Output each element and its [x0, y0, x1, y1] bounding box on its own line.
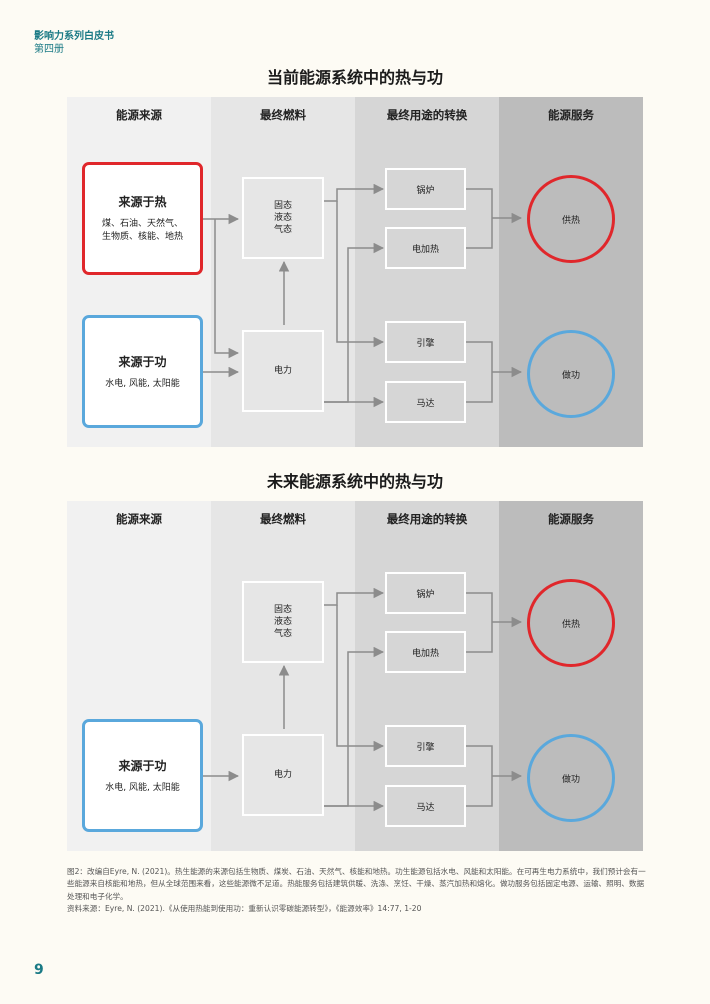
column-header-fuels: 最终燃料: [260, 108, 306, 122]
source-work-title: 来源于功: [118, 354, 167, 369]
service-heat-circle: 供热: [527, 175, 615, 263]
service-work-circle: 做功: [527, 330, 615, 418]
service-heat-circle: 供热: [527, 579, 615, 667]
fuel-states-box: 固态 液态 气态: [242, 581, 324, 663]
source-work-examples: 水电, 风能, 太阳能: [105, 378, 180, 389]
source-heat-examples: 煤、石油、天然气、 生物质、核能、地热: [101, 219, 183, 242]
conversion-electric-heating: 电加热: [385, 631, 466, 673]
column-conversion: 最终用途的转换: [355, 97, 499, 447]
fuel-states-box: 固态 液态 气态: [242, 177, 324, 259]
fuel-power-box: 电力: [242, 734, 324, 816]
column-header-conversion: 最终用途的转换: [386, 512, 468, 526]
caption-description: 图2：改编自Eyre, N. (2021)。热生能源的来源包括生物质、煤炭、石油…: [67, 867, 646, 901]
fuel-power-box: 电力: [242, 330, 324, 412]
conversion-engine: 引擎: [385, 725, 466, 767]
source-work-box: 来源于功 水电, 风能, 太阳能: [82, 315, 203, 428]
source-heat-title: 来源于热: [118, 195, 167, 209]
conversion-engine: 引擎: [385, 321, 466, 363]
conversion-motor: 马达: [385, 381, 466, 423]
volume-label: 第四册: [34, 44, 64, 55]
column-header-services: 能源服务: [548, 108, 594, 122]
source-heat-box: 来源于热 煤、石油、天然气、 生物质、核能、地热: [82, 162, 203, 275]
source-work-box: 来源于功 水电, 风能, 太阳能: [82, 719, 203, 832]
column-fuels: 最终燃料: [211, 97, 355, 447]
column-header-services: 能源服务: [548, 512, 594, 526]
column-header-conversion: 最终用途的转换: [386, 108, 468, 122]
service-work-circle: 做功: [527, 734, 615, 822]
column-fuels: 最终燃料: [211, 501, 355, 851]
conversion-motor: 马达: [385, 785, 466, 827]
conversion-boiler: 锅炉: [385, 168, 466, 210]
conversion-electric-heating: 电加热: [385, 227, 466, 269]
source-work-examples: 水电, 风能, 太阳能: [105, 782, 180, 793]
conversion-boiler: 锅炉: [385, 572, 466, 614]
column-conversion: 最终用途的转换: [355, 501, 499, 851]
current-diagram-title: 当前能源系统中的热与功: [266, 68, 443, 87]
column-header-sources: 能源来源: [116, 108, 162, 122]
future-energy-diagram: 能源来源 最终燃料 最终用途的转换 能源服务 来源于功: [67, 501, 643, 851]
column-header-sources: 能源来源: [116, 512, 162, 526]
source-work-title: 来源于功: [118, 758, 167, 773]
caption-source: 资料来源：Eyre, N. (2021).《从使用热能到使用功：重新认识零碳能源…: [67, 904, 422, 914]
series-title: 影响力系列白皮书: [34, 31, 114, 42]
column-header-fuels: 最终燃料: [260, 512, 306, 526]
current-energy-diagram: 能源来源 最终燃料 最终用途的转换 能源服务: [67, 97, 643, 447]
future-diagram-title: 未来能源系统中的热与功: [266, 472, 443, 491]
figure-caption: 图2：改编自Eyre, N. (2021)。热生能源的来源包括生物质、煤炭、石油…: [67, 866, 647, 916]
flow-arrows: [203, 183, 523, 408]
page-number: 9: [34, 962, 44, 978]
flow-arrows: [203, 587, 523, 812]
